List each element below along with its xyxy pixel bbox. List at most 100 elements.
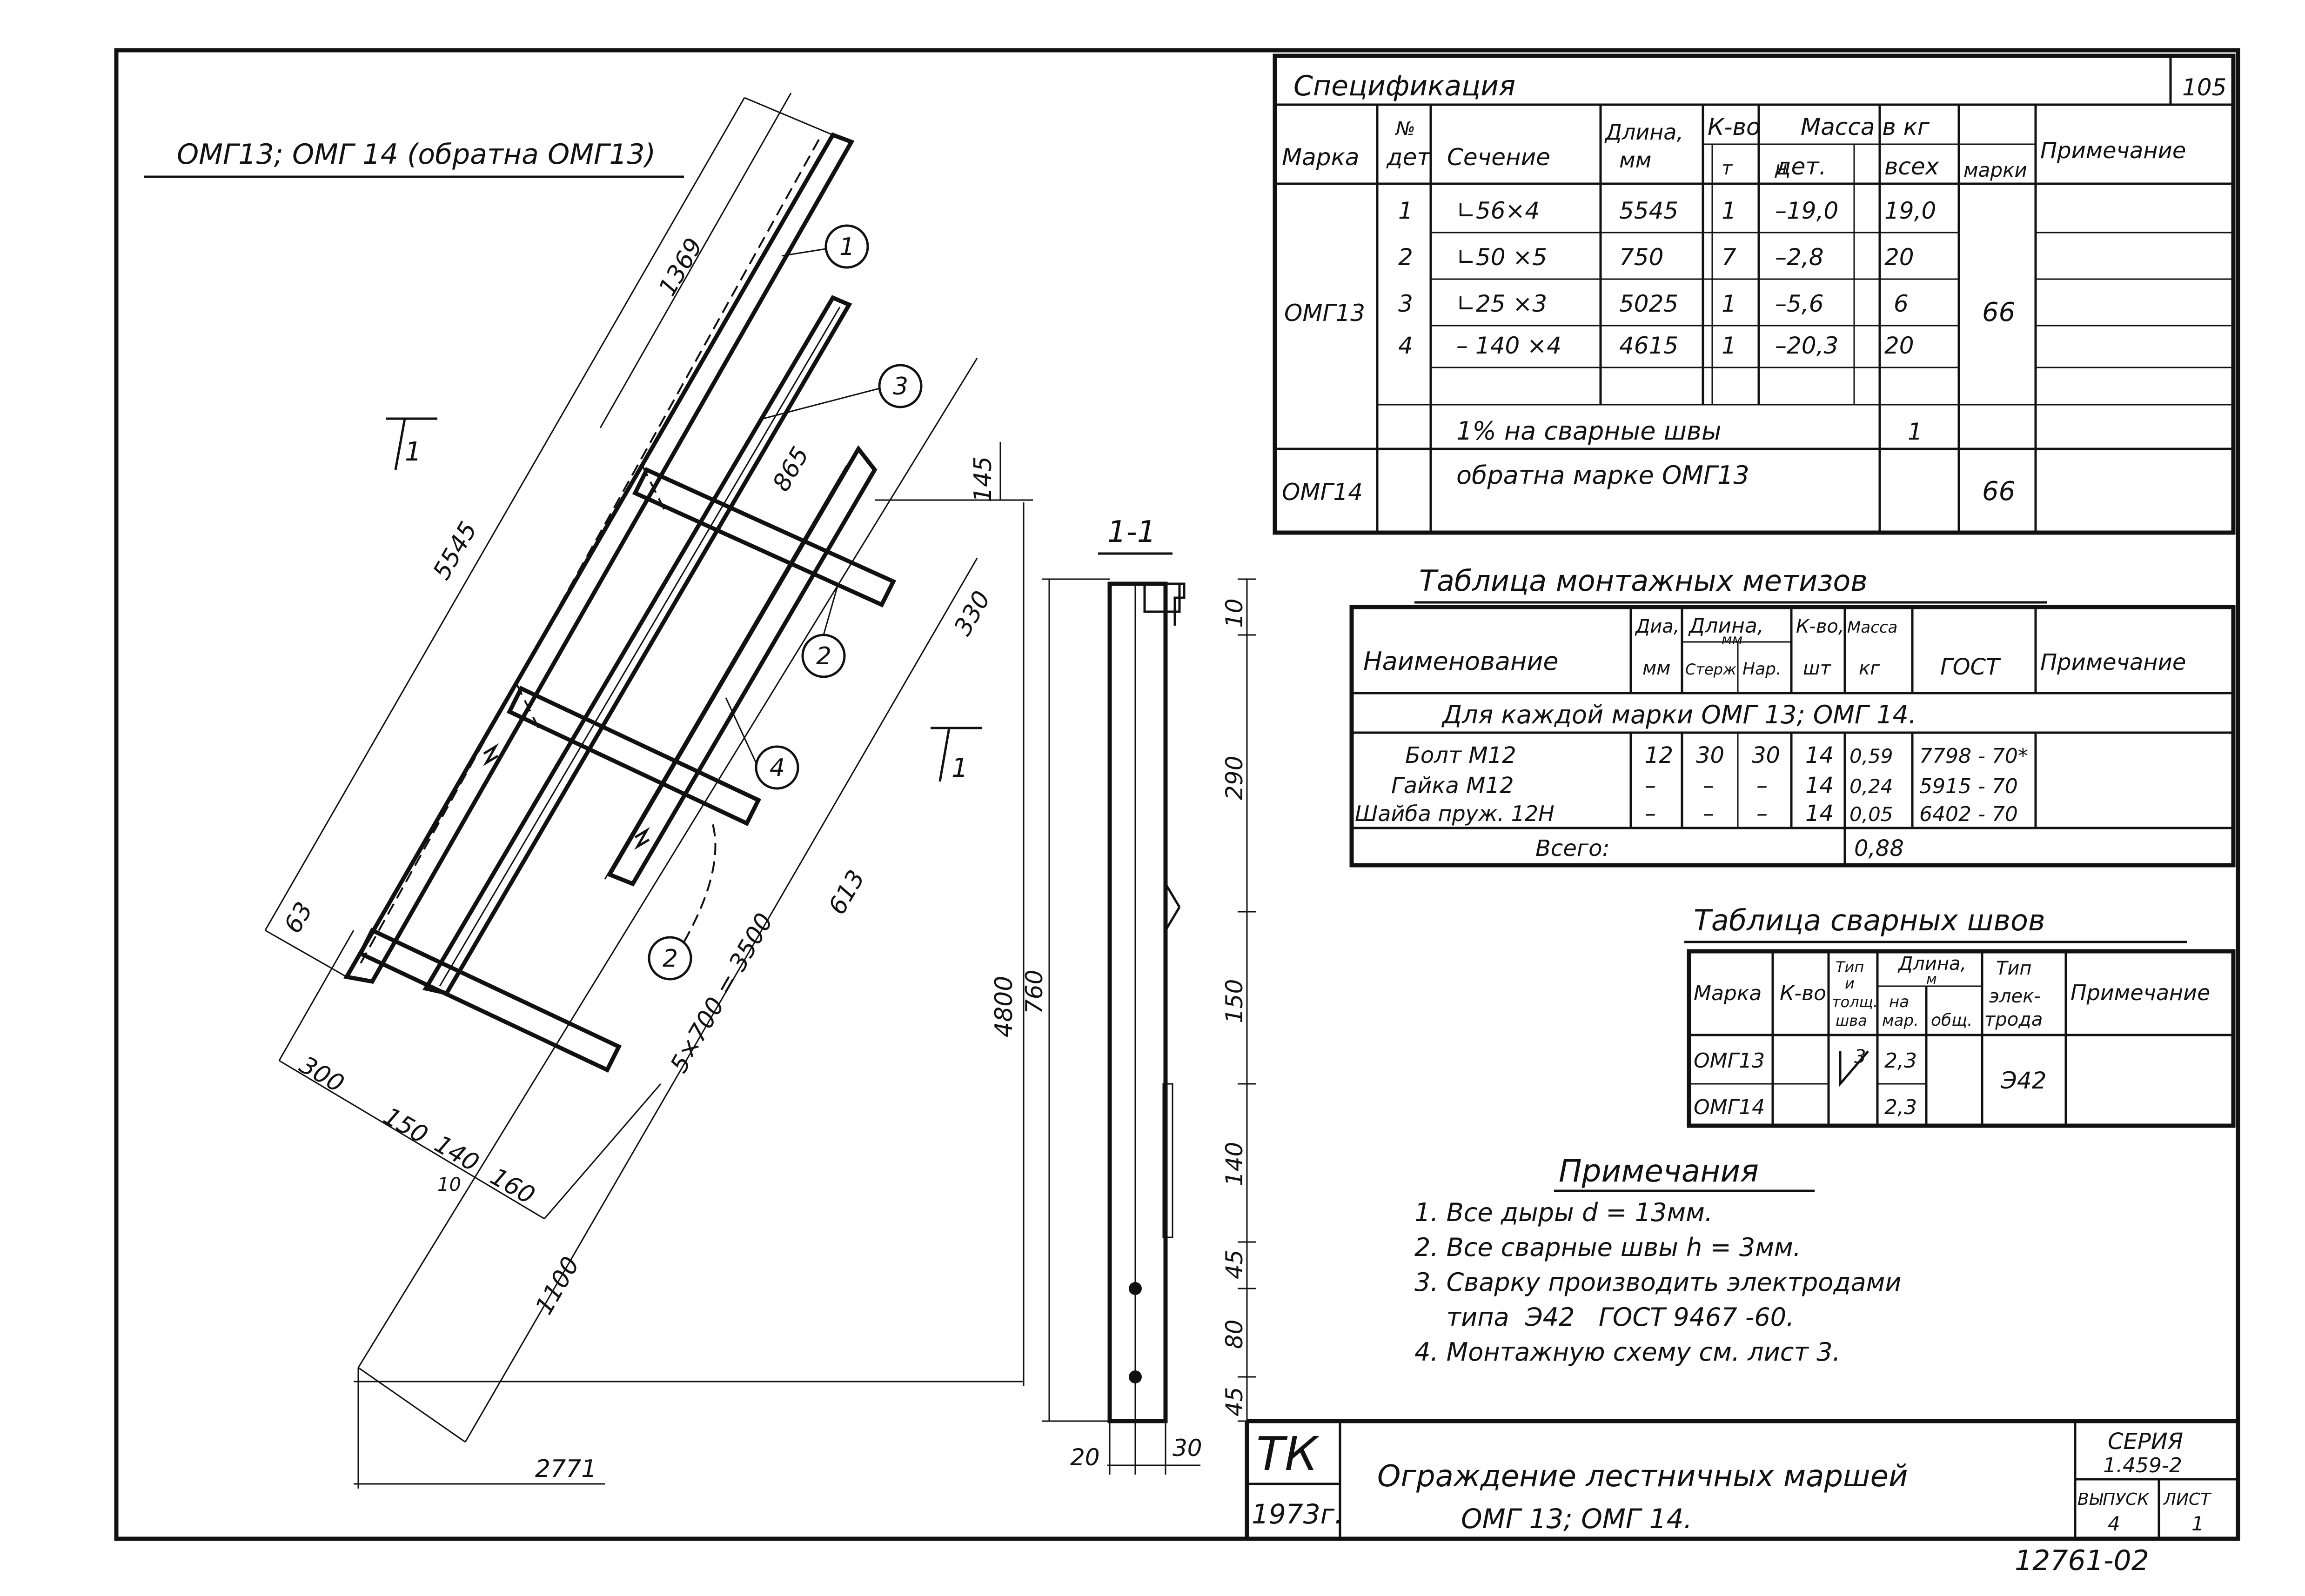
hw-row1-qty: 14 bbox=[1805, 742, 1834, 768]
note-2: 2. Все сварные швы h = 3мм. bbox=[1414, 1233, 1801, 1262]
hw-h-dia2: мм bbox=[1642, 658, 1670, 679]
title-block: ТК 1973г. Ограждение лестничных маршей О… bbox=[1245, 1419, 2238, 1539]
dim-4800: 4800 bbox=[990, 976, 1018, 1037]
welds-h-len-mar1: на bbox=[1889, 993, 1909, 1011]
welds-h-type1: Тип bbox=[1836, 958, 1864, 976]
spec-mass-mark2: 66 bbox=[1982, 476, 2015, 507]
note-4: 4. Монтажную схему см. лист 3. bbox=[1414, 1337, 1841, 1367]
hw-row1-gost: 7798 - 70* bbox=[1919, 744, 2028, 768]
hw-h-name: Наименование bbox=[1363, 647, 1559, 676]
dim-160: 160 bbox=[486, 1162, 540, 1210]
hw-h-len-rod: Стерж bbox=[1685, 661, 1736, 678]
hw-row2-name: Гайка М12 bbox=[1391, 773, 1514, 799]
sdim-150: 150 bbox=[1221, 979, 1248, 1023]
spec-row3-t: 1 bbox=[1722, 290, 1736, 317]
hw-row1-dia: 12 bbox=[1645, 742, 1673, 768]
callout-4: 4 bbox=[770, 754, 785, 782]
hw-total-value: 0,88 bbox=[1854, 835, 1904, 861]
sdim-45b: 45 bbox=[1221, 1387, 1248, 1416]
section-dimensions: 10 290 150 140 45 80 45 760 20 30 bbox=[1021, 598, 1248, 1471]
welds-electrode: Э42 bbox=[2000, 1067, 2047, 1094]
archive-number: 12761-02 bbox=[2015, 1544, 2149, 1577]
spec-row1-section: ∟56×4 bbox=[1456, 197, 1540, 224]
spec-h-n: н bbox=[1775, 158, 1787, 179]
spec-row4-mdet: 20,3 bbox=[1787, 332, 1838, 359]
hw-total-label: Всего: bbox=[1535, 835, 1610, 861]
dim-10: 10 bbox=[437, 1174, 461, 1195]
spec-row2-mdet: 2,8 bbox=[1787, 244, 1824, 271]
note-3b: типа Э42 ГОСТ 9467 -60. bbox=[1414, 1302, 1794, 1332]
spec-row3-mdet: 5,6 bbox=[1787, 290, 1824, 317]
spec-h-section: Сечение bbox=[1447, 144, 1550, 171]
hw-h-dia1: Диа, bbox=[1635, 616, 1679, 637]
spec-h-mass: Масса в кг bbox=[1801, 114, 1930, 140]
welds-title: Таблица сварных швов bbox=[1694, 903, 2045, 937]
spec-h-marka: Марка bbox=[1282, 144, 1359, 171]
dim-145: 145 bbox=[969, 456, 997, 502]
hw-h-note: Примечание bbox=[2040, 649, 2186, 675]
spec-row3-section: ∟25 ×3 bbox=[1456, 290, 1547, 317]
sdim-30: 30 bbox=[1173, 1435, 1202, 1462]
weld-symbol bbox=[1839, 1050, 1869, 1087]
spec-row3-mall: 6 bbox=[1894, 290, 1909, 317]
callout-1: 1 bbox=[839, 233, 855, 261]
tb-issue-label: ВЫПУСК bbox=[2077, 1490, 2150, 1509]
drawing-title: ОМГ13; ОМГ 14 (обратна ОМГ13) bbox=[144, 138, 684, 178]
hw-h-qty1: К-во, bbox=[1796, 616, 1844, 637]
hw-row3-thr: – bbox=[1756, 801, 1768, 827]
hw-row1-name: Болт М12 bbox=[1405, 742, 1516, 768]
part-2-post-mid bbox=[506, 686, 762, 826]
dim-150: 150 bbox=[379, 1102, 433, 1149]
spec-row4-n: – bbox=[1775, 332, 1787, 359]
welds-h-len1: Длина, bbox=[1897, 953, 1966, 975]
notes: Примечания 1. Все дыры d = 13мм. 2. Все … bbox=[1414, 1153, 1902, 1367]
hw-row3-dia: – bbox=[1645, 801, 1656, 827]
welds-row2-marka: ОМГ14 bbox=[1694, 1095, 1765, 1119]
welds-h-type2: и bbox=[1845, 975, 1855, 992]
spec-row4-mall: 20 bbox=[1884, 332, 1914, 359]
sdim-140: 140 bbox=[1221, 1142, 1248, 1186]
sheet-frame bbox=[114, 48, 2240, 1541]
callout-3: 3 bbox=[893, 373, 908, 401]
hw-row2-qty: 14 bbox=[1805, 773, 1834, 799]
sdim-760: 760 bbox=[1021, 970, 1048, 1014]
spec-title: Спецификация bbox=[1293, 70, 1515, 102]
spec-row1-mdet: 19,0 bbox=[1787, 197, 1838, 224]
spec-h-qty: К-во bbox=[1708, 114, 1761, 140]
sdim-10: 10 bbox=[1221, 598, 1248, 628]
tb-name-line1: Ограждение лестничных маршей bbox=[1377, 1459, 1908, 1494]
hw-row3-rod: – bbox=[1703, 801, 1714, 827]
note-3: 3. Сварку производить электродами bbox=[1414, 1268, 1902, 1297]
section-arrow-label-top: 1 bbox=[405, 437, 422, 467]
spec-row3-length: 5025 bbox=[1619, 290, 1678, 317]
spec-mass-mark1: 66 bbox=[1982, 297, 2015, 327]
hw-row3-name: Шайба пруж. 12Н bbox=[1355, 801, 1555, 826]
welds-row1-len: 2,3 bbox=[1884, 1049, 1917, 1073]
hw-row3-gost: 6402 - 70 bbox=[1919, 802, 2018, 826]
dim-140: 140 bbox=[430, 1130, 484, 1177]
dim-865: 865 bbox=[767, 442, 815, 496]
spec-mark2: ОМГ14 bbox=[1282, 479, 1363, 506]
hw-row2-rod: – bbox=[1703, 773, 1714, 799]
sdim-290: 290 bbox=[1221, 756, 1248, 800]
welds-h-len2: м bbox=[1926, 971, 1937, 988]
tb-issue-value: 4 bbox=[2108, 1512, 2120, 1535]
spec-h-length1: Длина, bbox=[1604, 120, 1683, 145]
spec-h-length2: мм bbox=[1619, 147, 1651, 173]
hw-h-mass2: кг bbox=[1859, 658, 1880, 679]
spec-row2-length: 750 bbox=[1619, 244, 1663, 271]
spec-row1-length: 5545 bbox=[1619, 197, 1678, 224]
sdim-45a: 45 bbox=[1221, 1249, 1248, 1279]
welds-row1-marka: ОМГ13 bbox=[1694, 1049, 1765, 1073]
welds-h-len-tot: общ. bbox=[1931, 1011, 1973, 1030]
hw-h-gost: ГОСТ bbox=[1940, 654, 2001, 680]
dim-1369: 1369 bbox=[653, 234, 708, 301]
spec-row3-no: 3 bbox=[1398, 290, 1413, 317]
spec-row1-no: 1 bbox=[1398, 197, 1413, 224]
spec-row2-section: ∟50 ×5 bbox=[1456, 244, 1547, 271]
hw-row3-qty: 14 bbox=[1805, 801, 1834, 827]
hw-h-qty2: шт bbox=[1803, 658, 1832, 679]
section-1-1: 1-1 bbox=[1042, 515, 1256, 1475]
hw-row2-dia: – bbox=[1645, 773, 1656, 799]
part-4-flat bbox=[606, 445, 878, 887]
